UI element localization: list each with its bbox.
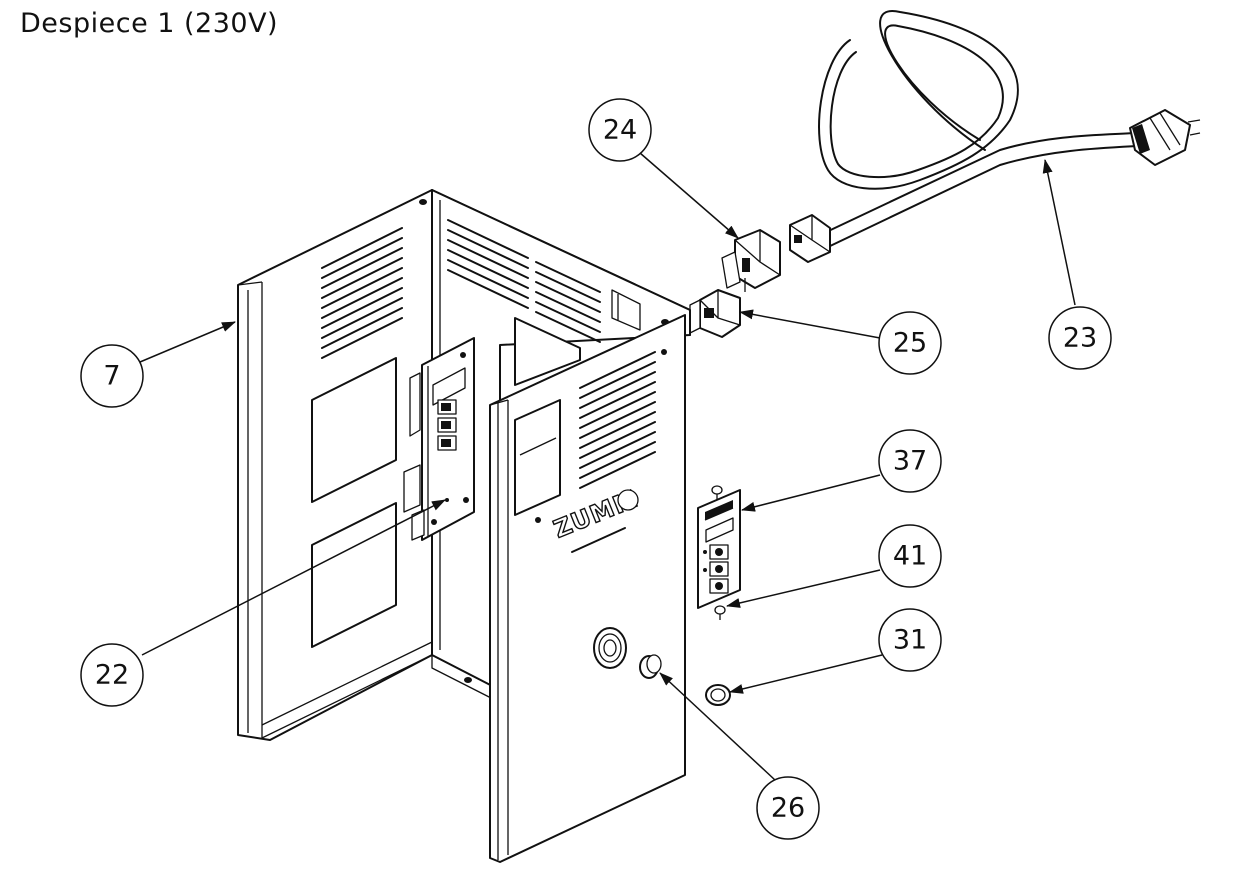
rear-left-vents [321,227,403,359]
callout-26: 26 [756,776,820,840]
rocker-switch [689,289,741,338]
callout-7-label: 7 [103,361,120,392]
front-vents [579,351,656,489]
front-window-cutout [514,399,561,516]
callout-26-label: 26 [771,793,805,824]
leader-lines [139,152,1076,781]
drawing-title: Despiece 1 (230V) [20,8,279,39]
callout-7: 7 [80,344,144,408]
callout-37: 37 [878,429,942,493]
front-door-panel: ZUMM [489,314,686,863]
callout-31: 31 [878,608,942,672]
iec-connector [789,214,831,263]
rear-cutout-lower [311,502,397,648]
callout-24-label: 24 [603,115,637,146]
callout-25: 25 [878,311,942,375]
power-inlet-socket [721,229,781,292]
callout-22-label: 22 [95,660,129,691]
screws [711,485,726,620]
callout-24: 24 [588,98,652,162]
grommet [705,684,731,706]
bushing [639,654,662,679]
callout-41-label: 41 [893,541,927,572]
control-board [403,337,475,541]
control-membrane-overlay [697,489,741,609]
power-cable [818,9,1201,248]
rear-cutout-upper [311,357,397,503]
callout-22: 22 [80,643,144,707]
callout-23-label: 23 [1063,323,1097,354]
callout-31-label: 31 [893,625,927,656]
callout-37-label: 37 [893,446,927,477]
callout-23: 23 [1048,306,1112,370]
rear-right-vents [447,219,601,343]
callout-41: 41 [878,524,942,588]
callout-25-label: 25 [893,328,927,359]
